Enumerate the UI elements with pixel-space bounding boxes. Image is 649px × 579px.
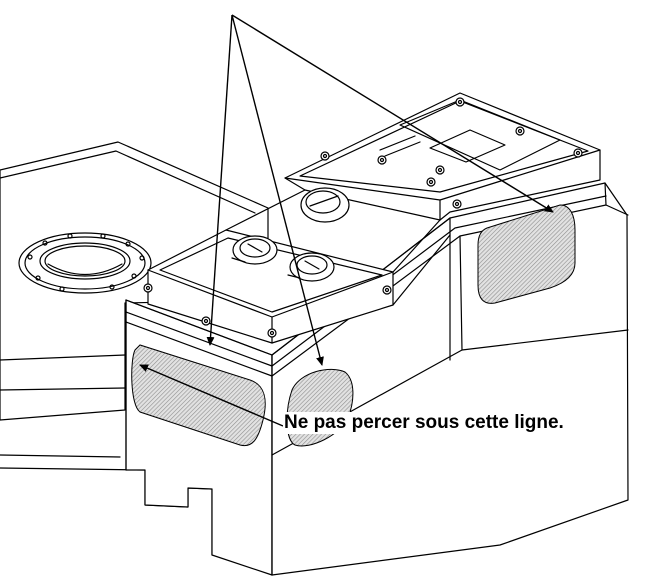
leader-to-front-edge	[206, 14, 233, 346]
receptacle-1	[231, 235, 278, 265]
flange	[18, 232, 152, 294]
bolts	[143, 97, 583, 338]
leader-to-center-edge	[231, 14, 324, 366]
hatched-zone-front	[131, 344, 266, 447]
receptacle-2	[287, 252, 335, 282]
leader-lines	[139, 14, 554, 427]
no-drill-warning-label: Ne pas percer sous cette ligne.	[283, 412, 565, 434]
raised-lid	[147, 92, 601, 344]
hatched-zone-right	[477, 204, 576, 304]
leader-to-front-zone	[139, 364, 284, 427]
cap-knob	[300, 187, 350, 223]
leader-to-right-edge	[231, 14, 554, 213]
